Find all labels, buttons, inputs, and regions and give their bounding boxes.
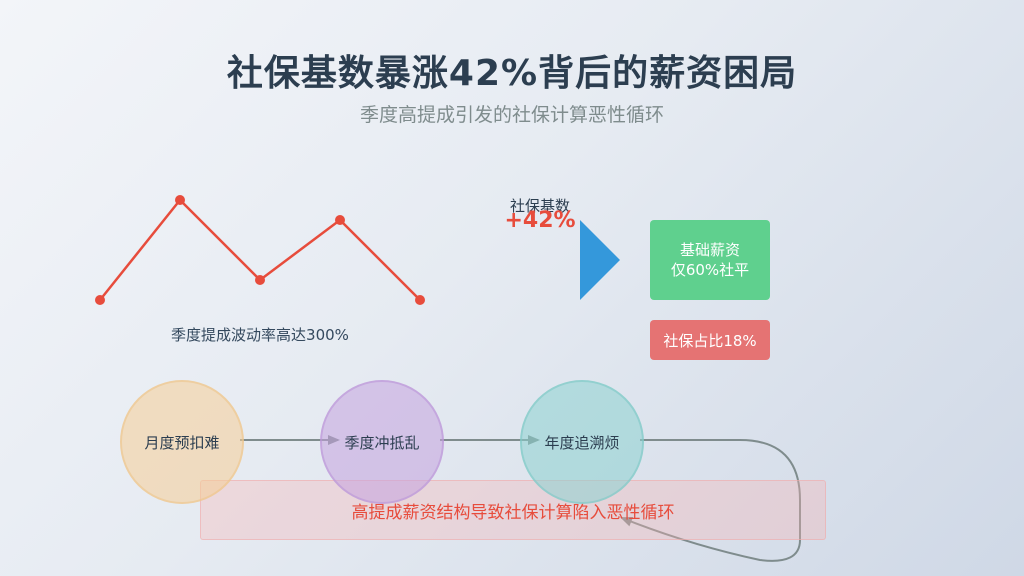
share-box: 社保占比18% <box>650 320 770 360</box>
metric-label: 社保基数 <box>509 197 570 215</box>
volatility-point <box>335 215 345 225</box>
stage-quarterly: 季度冲抵乱 <box>320 380 444 504</box>
page-title: 社保基数暴涨42%背后的薪资困局 <box>226 53 798 94</box>
stage-label: 年度追溯烦 <box>544 433 620 452</box>
share-label: 社保占比18% <box>663 331 757 350</box>
base-salary-line2: 仅60%社平 <box>670 261 750 279</box>
stage-label: 季度冲抵乱 <box>344 433 420 452</box>
stage-annual: 年度追溯烦 <box>520 380 644 504</box>
page-subtitle: 季度高提成引发的社保计算恶性循环 <box>359 104 664 126</box>
volatility-point <box>175 195 185 205</box>
volatility-point <box>95 295 105 305</box>
base-salary-box: 基础薪资 仅60%社平 <box>650 220 770 300</box>
volatility-point <box>415 295 425 305</box>
conclusion-text: 高提成薪资结构导致社保计算陷入恶性循环 <box>351 502 675 523</box>
stage-label: 月度预扣难 <box>144 433 220 452</box>
triangle-right-icon <box>580 220 620 300</box>
base-salary-line1: 基础薪资 <box>679 241 740 259</box>
stage-monthly: 月度预扣难 <box>120 380 244 504</box>
volatility-caption: 季度提成波动率高达300% <box>171 326 349 344</box>
metric-value: +42% <box>504 208 576 233</box>
volatility-point <box>255 275 265 285</box>
conclusion-banner: 高提成薪资结构导致社保计算陷入恶性循环 <box>200 480 826 540</box>
